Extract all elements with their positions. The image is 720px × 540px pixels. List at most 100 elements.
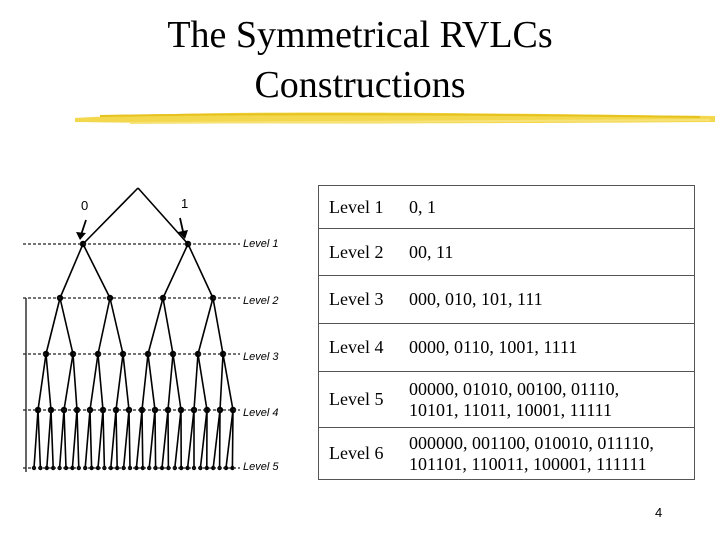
tree-node [70, 465, 75, 471]
tree-edge [199, 409, 208, 469]
rvlc-tree-diagram: 0 1 Level 1 Level 2 Level 3 Level 4 Leve… [23, 187, 279, 473]
codes-line: 0000, 0110, 1001, 1111 [409, 337, 578, 357]
tree-node [89, 465, 94, 471]
tree-node [204, 465, 209, 471]
tree-edge [63, 409, 67, 469]
tree-edge [97, 409, 104, 469]
arrow-0-head [76, 232, 86, 240]
tree-level-label-4: Level 4 [243, 407, 278, 419]
level-cell: Level 4 [329, 337, 384, 357]
tree-edge [193, 353, 199, 411]
page-number: 4 [655, 505, 663, 520]
codes-cell: 000000, 001100, 010010, 011110, 101101, … [407, 428, 695, 480]
codes-line: 000, 010, 101, 111 [409, 289, 543, 309]
codes-line: 00, 11 [409, 241, 454, 262]
tree-edge [50, 409, 54, 469]
tree-edge [147, 353, 156, 411]
tree-edge [197, 353, 208, 411]
branch-label-1: 1 [181, 196, 188, 211]
tree-edge [115, 353, 124, 411]
tree-node [185, 465, 190, 471]
level-cell: Level 5 [329, 389, 384, 409]
tree-edge [147, 297, 164, 355]
tree-edge [45, 353, 52, 411]
tree-edge [186, 409, 195, 469]
tree-edge [37, 409, 42, 469]
tree-edge [162, 297, 174, 355]
tree-edge [137, 187, 189, 245]
tree-edge [231, 409, 234, 469]
tree-edge [187, 243, 214, 299]
tree-edge [174, 409, 182, 469]
tree-node [115, 465, 120, 471]
tree-edge [58, 409, 65, 469]
table-row: Level 1 0, 1 [318, 185, 695, 229]
tree-edge [219, 353, 224, 411]
tree-level-label-1: Level 1 [243, 238, 278, 250]
codes-cell: 00000, 01010, 00100, 01110, 10101, 11011… [407, 372, 695, 428]
level-cell: Level 1 [329, 196, 384, 217]
tree-node [44, 465, 49, 471]
slide-title: The Symmetrical RVLCs Constructions [60, 10, 660, 110]
tree-edge [46, 409, 52, 469]
tree-edge [59, 297, 74, 355]
codes-line: 101101, 110011, 100001, 111111 [409, 453, 647, 474]
tree-edge [222, 353, 234, 411]
tree-node [34, 406, 42, 414]
tree-edge [172, 353, 182, 411]
tree-edge [63, 353, 74, 411]
table-row: Level 3 000, 010, 101, 111 [318, 275, 695, 324]
title-line-1: The Symmetrical RVLCs [167, 14, 553, 56]
tree-edge [37, 353, 47, 411]
tree-edge [110, 409, 117, 469]
tree-node [138, 406, 146, 414]
tree-edge [128, 409, 131, 469]
title-line-2: Constructions [254, 64, 466, 106]
tree-edge [97, 297, 111, 355]
codes-cell: 000, 010, 101, 111 [407, 276, 695, 324]
tree-edge [84, 409, 91, 469]
tree-edge [71, 409, 78, 469]
tree-edge [59, 243, 84, 299]
tree-edge [225, 409, 234, 469]
tree-level-label-5: Level 5 [243, 461, 279, 473]
tree-edge [212, 297, 224, 355]
tree-edge [109, 297, 124, 355]
codes-cell: 0000, 0110, 1001, 1111 [407, 324, 695, 372]
tree-edge [122, 353, 130, 411]
tree-edge [141, 353, 149, 411]
tree-edge [82, 243, 111, 299]
codes-line: 00000, 01010, 00100, 01110, [409, 378, 620, 399]
tree-edge [122, 409, 130, 469]
level-cell: Level 6 [329, 443, 384, 463]
tree-edge [89, 409, 93, 469]
table-row: Level 6 000000, 001100, 010010, 011110, … [318, 427, 695, 480]
tree-edge [89, 353, 99, 411]
tree-edge [135, 409, 143, 469]
tree-edge [141, 409, 144, 469]
table-row: Level 2 00, 11 [318, 228, 695, 276]
codes-line: 0, 1 [409, 196, 436, 217]
tree-node [203, 406, 211, 414]
table-row: Level 5 00000, 01010, 00100, 01110, 1010… [318, 371, 695, 428]
tree-node [159, 465, 165, 471]
tree-edge [154, 409, 157, 469]
codes-cell: 00, 11 [407, 229, 695, 276]
codes-cell: 0, 1 [407, 186, 695, 229]
tree-edge [102, 409, 106, 469]
branch-label-0: 0 [81, 198, 88, 213]
title-underline [75, 112, 715, 124]
tree-edge [82, 187, 139, 245]
table-row: Level 4 0000, 0110, 1001, 1111 [318, 323, 695, 372]
tree-edge [33, 409, 39, 469]
level-cell: Level 2 [329, 241, 384, 262]
tree-edge [197, 297, 214, 355]
arrow-1-head [178, 230, 188, 239]
tree-edge [162, 243, 189, 299]
codes-line: 000000, 001100, 010010, 011110, [409, 432, 654, 453]
tree-node [73, 406, 81, 414]
tree-edge [115, 409, 118, 469]
tree-level-label-3: Level 3 [243, 351, 279, 363]
tree-node [140, 465, 145, 471]
tree-node [179, 465, 184, 471]
